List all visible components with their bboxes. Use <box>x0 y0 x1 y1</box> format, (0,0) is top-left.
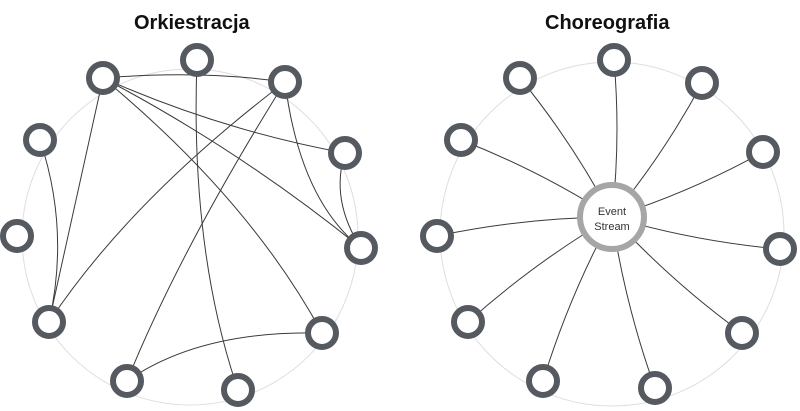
orchestration-service-node <box>268 65 302 99</box>
orchestration-guide-circle <box>21 68 359 406</box>
orchestration-link <box>126 332 323 382</box>
choreography-service-node <box>746 135 780 169</box>
orchestration-service-node <box>344 231 378 265</box>
orchestration-link <box>39 139 59 323</box>
orchestration-link <box>102 77 323 334</box>
orchestration-service-node <box>305 316 339 350</box>
choreography-service-node <box>725 316 759 350</box>
choreography-service-node <box>451 305 485 339</box>
event-stream-hub: Event Stream <box>577 182 647 252</box>
orchestration-service-node <box>23 123 57 157</box>
orchestration-link <box>126 81 286 382</box>
choreography-service-node <box>444 123 478 157</box>
orchestration-link <box>195 59 239 391</box>
orchestration-service-node <box>86 61 120 95</box>
choreography-nodes <box>420 43 797 405</box>
orchestration-service-node <box>328 136 362 170</box>
orchestration-link <box>48 77 104 323</box>
choreography-service-node <box>420 219 454 253</box>
orchestration-service-node <box>32 305 66 339</box>
choreography-service-node <box>526 364 560 398</box>
event-stream-label-line1: Event <box>598 206 626 218</box>
orchestration-nodes <box>0 43 378 407</box>
orchestration-link <box>284 81 362 249</box>
orchestration-link <box>102 77 362 249</box>
choreography-diagram: Event Stream <box>420 43 797 407</box>
choreography-service-node <box>503 61 537 95</box>
choreography-service-node <box>763 232 797 266</box>
choreography-service-node <box>597 43 631 77</box>
orchestration-service-node <box>110 364 144 398</box>
choreography-service-node <box>638 371 672 405</box>
event-stream-label-line2: Stream <box>594 221 629 233</box>
choreography-service-node <box>685 66 719 100</box>
orchestration-service-node <box>180 43 214 77</box>
orchestration-service-node <box>0 219 34 253</box>
event-stream-hub-circle <box>577 182 647 252</box>
choreography-title: Choreografia <box>545 12 670 34</box>
orchestration-link <box>102 77 346 154</box>
orchestration-link <box>48 81 286 323</box>
orchestration-diagram <box>0 43 378 407</box>
orchestration-service-node <box>221 373 255 407</box>
orchestration-title: Orkiestracja <box>134 12 250 34</box>
